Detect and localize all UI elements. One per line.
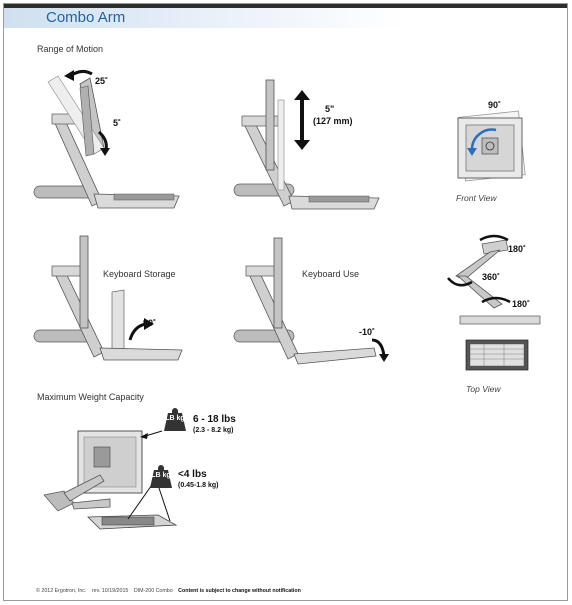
footer-doc-id: DIM-200 Combo <box>133 588 173 594</box>
rotation-angle: 90˚ <box>488 100 502 110</box>
section-range-of-motion: Range of Motion <box>37 44 104 54</box>
top-view-diagram <box>447 234 541 371</box>
keyboard-use-label: Keyboard Use <box>302 269 360 279</box>
weight-badge-text-1: LB kg <box>165 415 185 422</box>
keyboard-use-angle: -10˚ <box>359 327 376 337</box>
keyboard-storage-angle: 90˚ <box>143 318 157 328</box>
rotation-front-view-diagram <box>457 110 526 182</box>
document-page: Combo Arm Range of Motion 25˚ 5˚ 5" (127… <box>3 3 568 601</box>
top-view-angle-2: 360˚ <box>482 272 501 282</box>
top-view-angle-3: 180˚ <box>512 299 531 309</box>
height-adjust-diagram <box>233 79 380 210</box>
monitor-weight-kg: (2.3 - 8.2 kg) <box>193 427 234 434</box>
tilt-down-angle: 5˚ <box>113 118 122 128</box>
height-range-mm: (127 mm) <box>313 116 353 126</box>
title-band <box>4 8 404 28</box>
tilt-diagram <box>33 69 180 209</box>
weight-badge-text-2: LB kg <box>151 472 171 479</box>
top-view-caption: Top View <box>466 384 501 394</box>
section-max-weight: Maximum Weight Capacity <box>37 392 144 402</box>
height-range-inches: 5" <box>325 104 335 114</box>
front-view-caption: Front View <box>456 193 497 203</box>
keyboard-weight-kg: (0.45-1.8 kg) <box>178 482 219 489</box>
lb-kg-weight-icon <box>164 408 186 431</box>
top-view-angle-1: 180˚ <box>508 244 527 254</box>
footer: © 2012 Ergotron, Inc. rev. 10/19/2015 DI… <box>36 588 301 594</box>
footer-revision: rev. 10/19/2015 <box>91 588 129 594</box>
keyboard-weight-lbs: <4 lbs <box>178 469 207 480</box>
monitor-weight-lbs: 6 - 18 lbs <box>193 414 236 425</box>
keyboard-use-diagram <box>233 237 389 365</box>
footer-notice: Content is subject to change without not… <box>178 588 301 594</box>
tilt-up-angle: 25˚ <box>95 76 109 86</box>
weight-capacity-diagram <box>43 430 178 530</box>
top-rule <box>4 4 567 8</box>
footer-copyright: © 2012 Ergotron, Inc. <box>36 588 87 594</box>
lb-kg-weight-icon-2 <box>150 465 172 488</box>
page-title: Combo Arm <box>46 9 126 26</box>
keyboard-storage-label: Keyboard Storage <box>103 269 176 279</box>
keyboard-storage-diagram <box>33 235 183 361</box>
